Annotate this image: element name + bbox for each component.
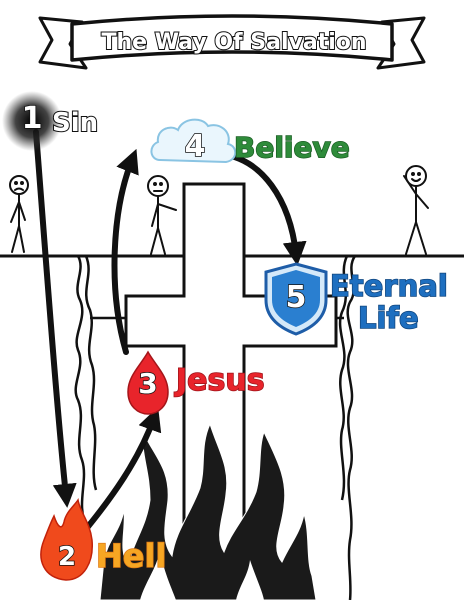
flame-icon: [40, 498, 93, 581]
thinking-figure: [147, 175, 177, 255]
arrow-sin-to-hell: [33, 129, 77, 508]
cross: [124, 182, 338, 600]
step-4-label: Believe: [233, 131, 350, 164]
step-1-number: 1: [21, 101, 43, 136]
flames: [99, 422, 317, 600]
step-3-number: 3: [138, 367, 159, 400]
step-1-label: Sin: [51, 108, 99, 138]
step-5-label-line1: Eternal: [329, 269, 448, 303]
sad-figure: [9, 175, 29, 253]
flow-arrows: [33, 129, 307, 537]
dark-circle-icon: [2, 91, 62, 151]
step-5-label-line2: Life: [357, 301, 419, 335]
shield-icon: [264, 262, 328, 336]
step-4-number: 4: [184, 129, 206, 164]
title-banner: [38, 14, 426, 70]
step-5-number: 5: [285, 280, 307, 315]
arrow-hell-to-jesus: [79, 406, 162, 537]
step-3-label: Jesus: [175, 363, 265, 398]
blood-drop-icon: [127, 350, 169, 415]
happy-figure: [403, 165, 429, 255]
step-2-number: 2: [57, 542, 77, 572]
arrow-jesus-to-believe: [111, 148, 139, 355]
cloud-icon: [150, 118, 237, 164]
step-2-label: Hell: [95, 537, 167, 575]
diagram-title: The Way Of Salvation: [100, 29, 367, 56]
